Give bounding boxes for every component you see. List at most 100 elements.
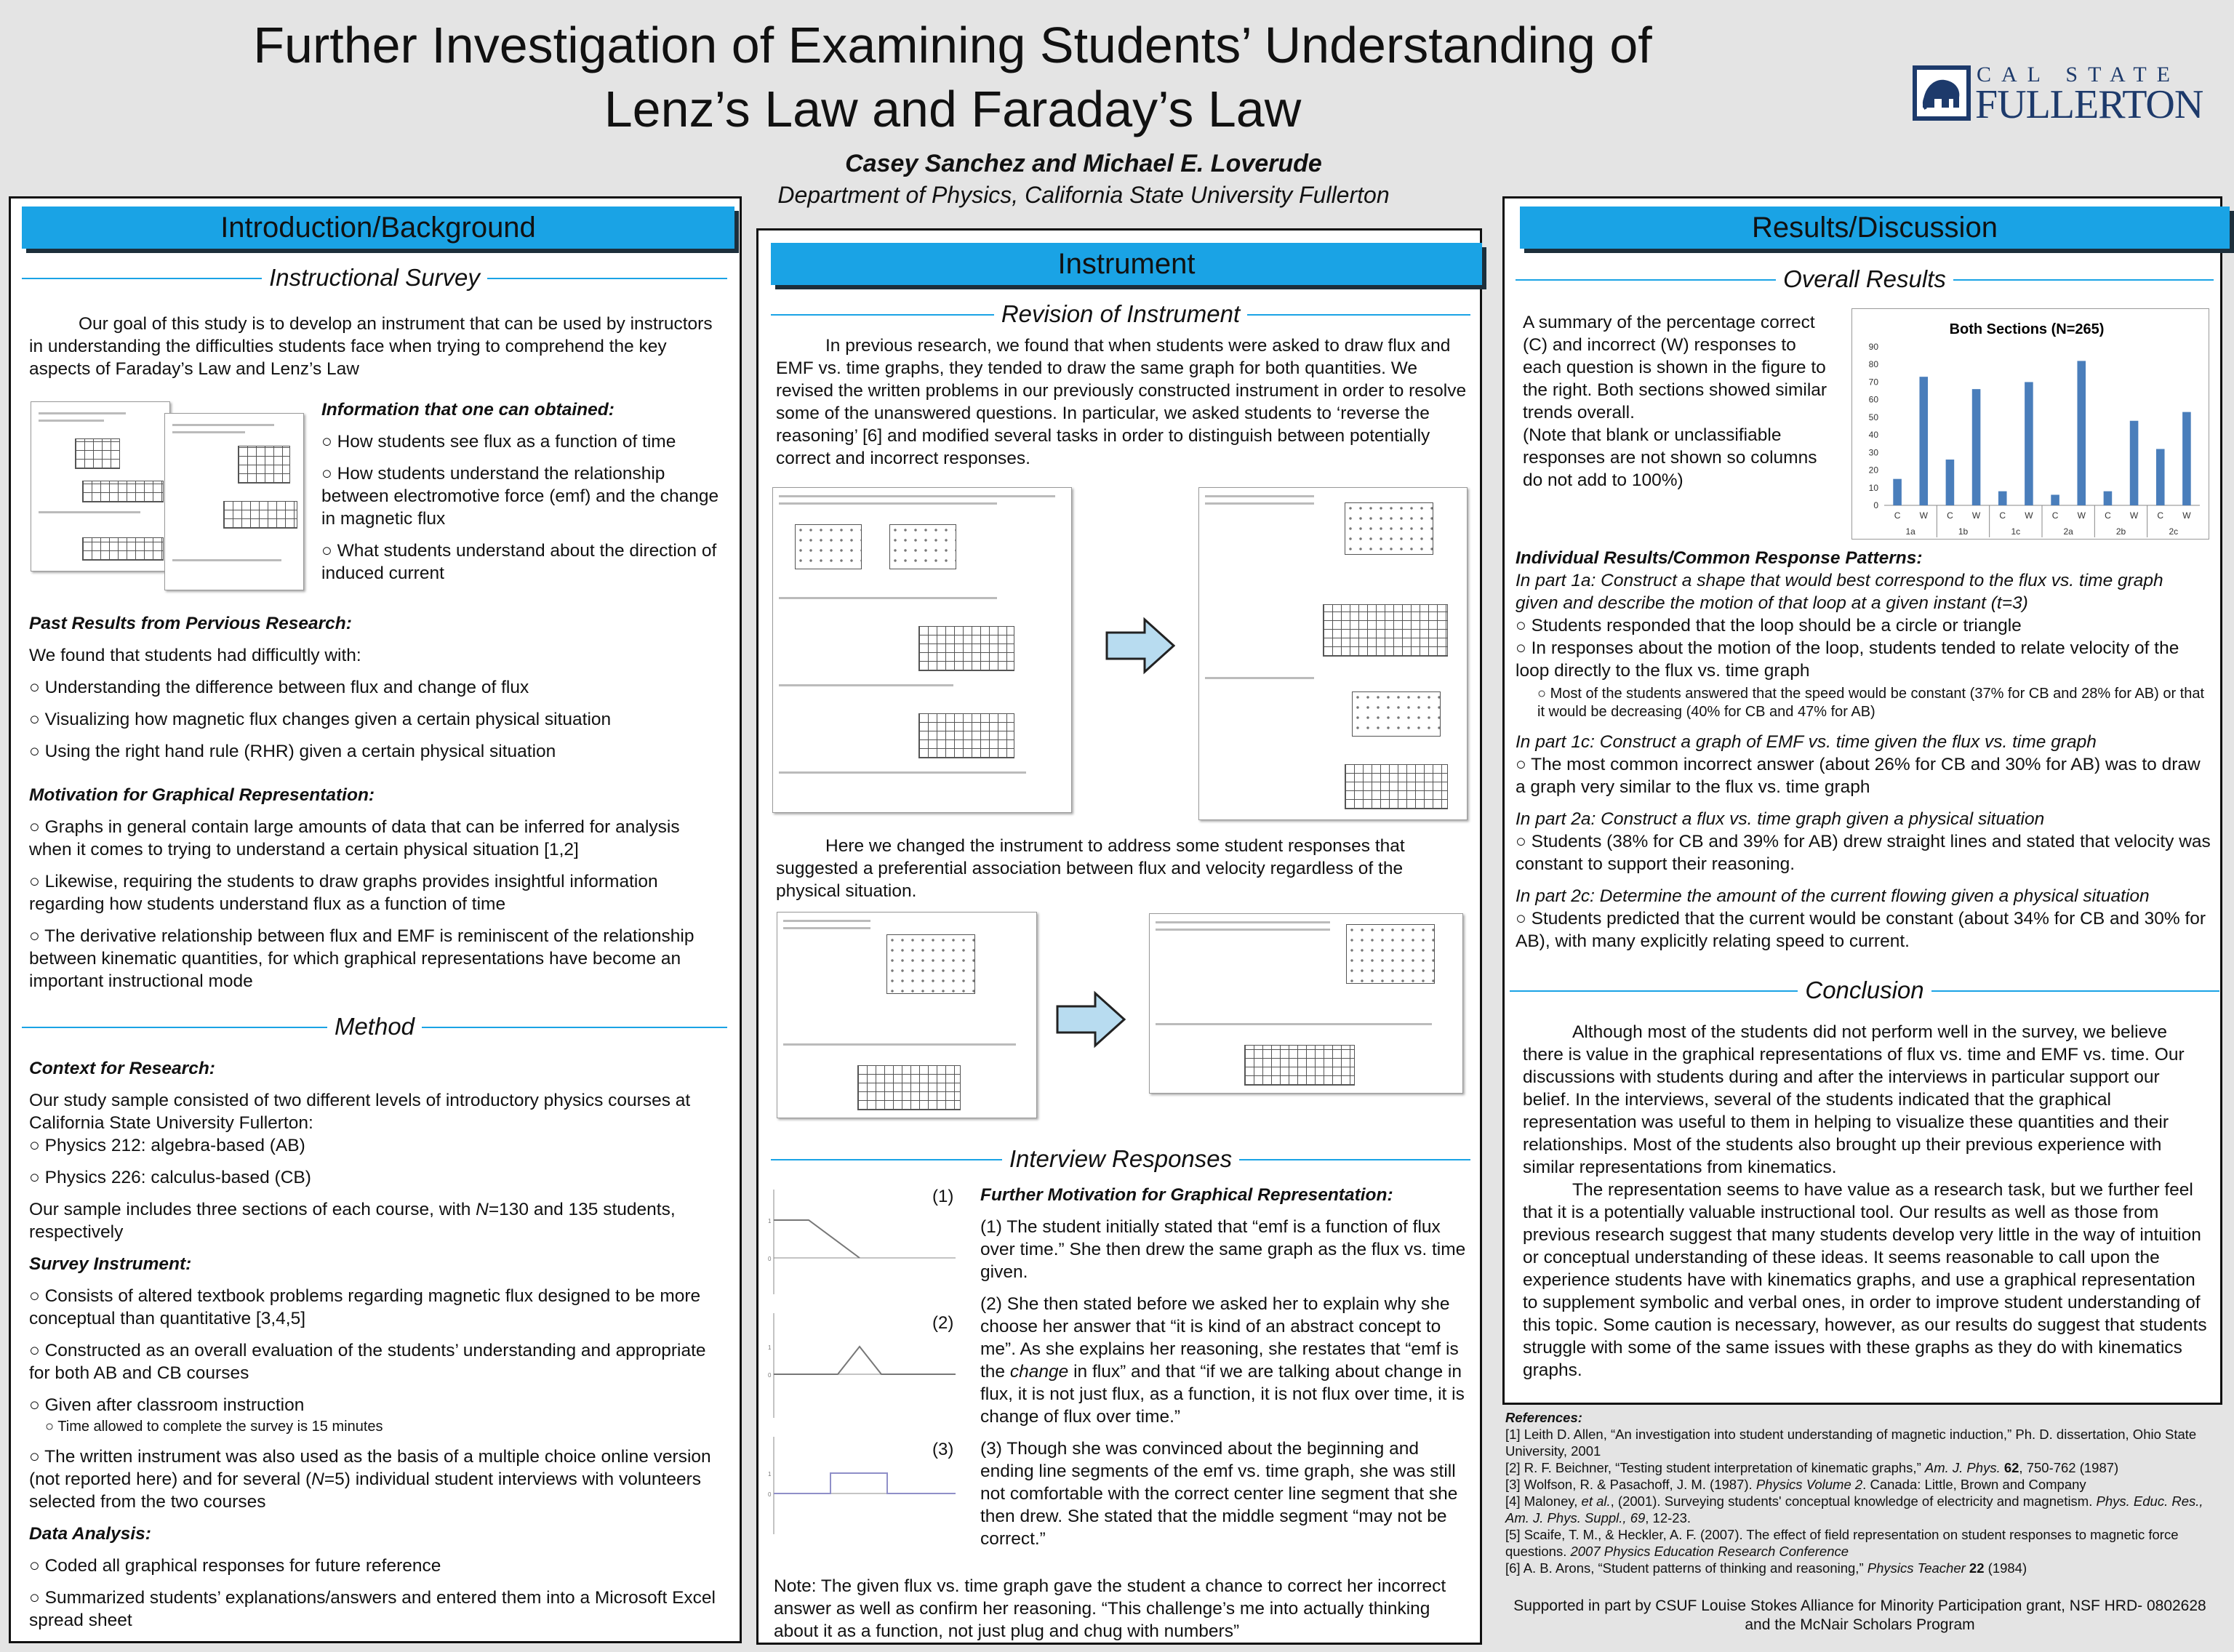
x-tick-label: W — [2130, 510, 2139, 521]
bar — [2103, 491, 2113, 505]
info-item: ○ How students understand the relationsh… — [321, 464, 719, 529]
bar — [2129, 420, 2139, 505]
info-list: Information that one can obtained: ○ How… — [321, 398, 725, 594]
subheading-instructional-survey: Instructional Survey — [22, 263, 727, 292]
bar — [2051, 494, 2059, 505]
motivation-item: ○ Likewise, requiring the students to dr… — [29, 872, 658, 914]
title-line-1: Further Investigation of Examining Stude… — [253, 17, 1652, 73]
x-tick-label: C — [2157, 510, 2163, 521]
reference-item: [3] Wolfson, R. & Pasachoff, J. M. (1987… — [1505, 1477, 2086, 1492]
group-label: 2b — [2116, 526, 2126, 537]
department: Department of Physics, California State … — [777, 182, 1390, 208]
graph-label-2: (2) — [932, 1313, 954, 1333]
bar — [2155, 449, 2165, 505]
x-tick-label: C — [1999, 510, 2006, 521]
right-arrow-icon — [1105, 617, 1175, 675]
changed-paragraph: Here we changed the instrument to addres… — [776, 836, 1405, 901]
banner-results: Results/Discussion — [1520, 206, 2230, 249]
group-label: 1a — [1905, 526, 1915, 537]
y-tick-label: 80 — [1869, 359, 1879, 369]
svg-text:1: 1 — [768, 1218, 772, 1224]
y-tick-label: 90 — [1869, 342, 1879, 352]
svg-text:0: 0 — [768, 1372, 772, 1379]
group-label: 2c — [2169, 526, 2178, 537]
survey-page-thumbnail-2 — [164, 413, 304, 590]
reference-item: [5] Scaife, T. M., & Heckler, A. F. (200… — [1505, 1527, 2179, 1559]
title-line-2: Lenz’s Law and Faraday’s Law — [604, 81, 1302, 137]
survey-page-thumbnail-1 — [31, 401, 170, 572]
reference-item: [6] A. B. Arons, “Student patterns of th… — [1505, 1560, 2027, 1576]
y-tick-label: 0 — [1873, 500, 1878, 510]
instrument-rail-revised — [1149, 913, 1463, 1094]
past-item: ○ Using the right hand rule (RHR) given … — [29, 742, 556, 761]
group-label: 2a — [2063, 526, 2073, 537]
revision-paragraph: In previous research, we found that when… — [776, 336, 1467, 468]
interview-text: Further Motivation for Graphical Represe… — [980, 1185, 1466, 1549]
x-tick-label: C — [1894, 510, 1901, 521]
bar — [1971, 389, 1981, 505]
subheading-overall-results: Overall Results — [1516, 265, 2214, 294]
banner-introduction: Introduction/Background — [22, 206, 734, 249]
y-tick-label: 30 — [1869, 447, 1879, 457]
subheading-conclusion: Conclusion — [1510, 976, 2219, 1005]
past-item: ○ Visualizing how magnetic flux changes … — [29, 710, 612, 729]
bar — [2077, 361, 2086, 505]
x-tick-label: W — [1972, 510, 1981, 521]
bar — [1945, 460, 1955, 505]
bar — [1919, 377, 1929, 505]
instrument-rail-original — [777, 912, 1037, 1118]
overall-summary: A summary of the percentage correct (C) … — [1523, 313, 1827, 490]
logo-cal-state: CAL STATE — [1977, 63, 2180, 87]
x-tick-label: C — [2105, 510, 2111, 521]
group-label: 1b — [1958, 526, 1969, 537]
motivation: Motivation for Graphical Representation:… — [29, 784, 724, 1002]
chart-title: Both Sections (N=265) — [1950, 321, 2105, 337]
reference-item: [1] Leith D. Allen, “An investigation in… — [1505, 1427, 2197, 1459]
x-tick-label: W — [1920, 510, 1929, 521]
past-results: Past Results from Pervious Research: We … — [29, 612, 724, 772]
svg-text:1: 1 — [768, 1471, 772, 1477]
subheading-interview: Interview Responses — [771, 1144, 1470, 1174]
x-tick-label: W — [2078, 510, 2086, 521]
y-tick-label: 10 — [1869, 483, 1879, 493]
logo-fullerton: FULLERTON — [1975, 82, 2203, 127]
reference-item: [4] Maloney, et al., (2001). Surveying s… — [1505, 1493, 2203, 1525]
conclusion-text: Although most of the students did not pe… — [1523, 1022, 2207, 1380]
elephant-seal-icon — [1913, 65, 1971, 121]
bar — [2182, 412, 2191, 505]
reference-item: [2] R. F. Beichner, “Testing student int… — [1505, 1460, 2119, 1475]
bar — [1893, 478, 1902, 505]
group-label: 1c — [2011, 526, 2020, 537]
interview-note: Note: The given flux vs. time graph gave… — [774, 1576, 1446, 1641]
past-item: ○ Understanding the difference between f… — [29, 678, 529, 697]
x-tick-label: W — [2025, 510, 2033, 521]
right-arrow-icon — [1056, 990, 1126, 1048]
instrument-page-revised — [1198, 487, 1468, 820]
method-text: Context for Research: Our study sample c… — [29, 1059, 716, 1630]
svg-text:1: 1 — [768, 1344, 772, 1351]
motivation-item: ○ Graphs in general contain large amount… — [29, 817, 680, 859]
individual-results: Individual Results/Common Response Patte… — [1516, 548, 2211, 951]
y-tick-label: 70 — [1869, 377, 1879, 387]
poster-title: Further Investigation of Examining Stude… — [247, 13, 1658, 141]
csuf-logo: CAL STATE FULLERTON — [1913, 63, 2218, 127]
y-tick-label: 40 — [1869, 430, 1879, 440]
info-item: ○ What students understand about the dir… — [321, 541, 717, 583]
svg-text:0: 0 — [768, 1491, 772, 1498]
instrument-page-original — [772, 487, 1072, 813]
intro-paragraph: Our goal of this study is to develop an … — [29, 314, 713, 379]
bar-chart: Both Sections (N=265) 010203040506070809… — [1869, 321, 2200, 537]
graph-label-1: (1) — [932, 1187, 954, 1206]
references: References: [1] Leith D. Allen, “An inve… — [1505, 1409, 2214, 1576]
funding-acknowledgement: Supported in part by CSUF Louise Stokes … — [1513, 1597, 2206, 1633]
svg-text:0: 0 — [768, 1256, 772, 1262]
motivation-item: ○ The derivative relationship between fl… — [29, 926, 694, 991]
y-tick-label: 20 — [1869, 465, 1879, 476]
banner-instrument: Instrument — [771, 243, 1482, 285]
graph-label-3: (3) — [932, 1440, 954, 1459]
y-tick-label: 50 — [1869, 412, 1879, 422]
